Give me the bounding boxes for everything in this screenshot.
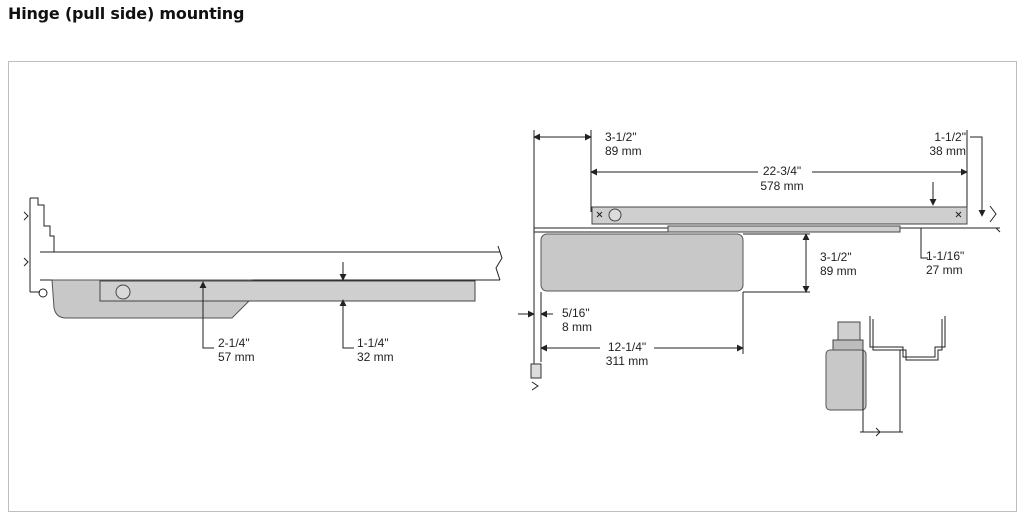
dim-3-1-2-side-mm: 89 mm [820,264,857,278]
dim-3-1-2-top-mm: 89 mm [605,144,642,158]
arm [667,225,901,233]
extension-lines [743,233,810,293]
arm-track [99,280,476,302]
break-mark [531,381,539,391]
hinge-knuckle [530,363,542,379]
dim-3-1-2-side-in: 3-1/2" [820,250,852,264]
dim-2-1-4-in: 2-1/4" [218,336,250,350]
track-pivot [608,208,622,222]
dim-1-1-2-in: 1-1/2" [934,130,966,144]
dim-3-1-2-top-in: 3-1/2" [605,130,637,144]
dim-1-1-2-mm: 38 mm [929,144,966,158]
break-mark [989,205,1001,233]
dim-22-3-4-in: 22-3/4" [763,164,801,178]
hinge-pin [38,288,48,298]
bracket-plate [832,339,864,351]
screw-mark [596,211,962,218]
break-mark [23,211,29,267]
left-side-view: 2-1/4" 57 mm 1-1/4" 32 mm [23,197,503,364]
dim-12-1-4-mm: 311 mm [606,354,648,368]
door-panel [40,251,500,281]
dim-1-1-16-mm: 27 mm [926,263,963,277]
bracket-profile [869,316,946,358]
break-mark [875,427,881,437]
bracket-detail [825,316,946,437]
dim-1-1-4-mm: 32 mm [357,350,394,364]
right-top-view: 3-1/2" 89 mm 1-1/2" 38 mm 22-3/4" 578 mm… [518,130,1001,391]
dim-1-1-16-line [920,228,928,259]
dim-5-16-in: 5/16" [562,306,590,320]
dim-1-1-4-in: 1-1/4" [357,336,389,350]
closer-end [825,349,867,411]
bracket-profile-inner [872,319,943,361]
closer-body [540,233,744,292]
dim-22-3-4-mm: 578 mm [760,179,803,193]
bracket-block [837,321,861,343]
dim-1-1-4-line [339,299,354,349]
dim-5-16-mm: 8 mm [562,320,592,334]
dim-1-1-16-in: 1-1/16" [926,249,964,263]
dim-2-1-4-line [199,281,214,349]
dim-2-1-4-mm: 57 mm [218,350,255,364]
jamb-profile [29,197,55,293]
door-section [860,350,903,433]
dim-1-1-2-line [970,136,983,212]
track-pivot [115,284,131,300]
track-bar [591,206,968,225]
page-title: Hinge (pull side) mounting [8,4,245,23]
diagram-frame [8,61,1017,512]
dim-12-1-4-in: 12-1/4" [608,340,646,354]
break-mark [495,245,503,281]
